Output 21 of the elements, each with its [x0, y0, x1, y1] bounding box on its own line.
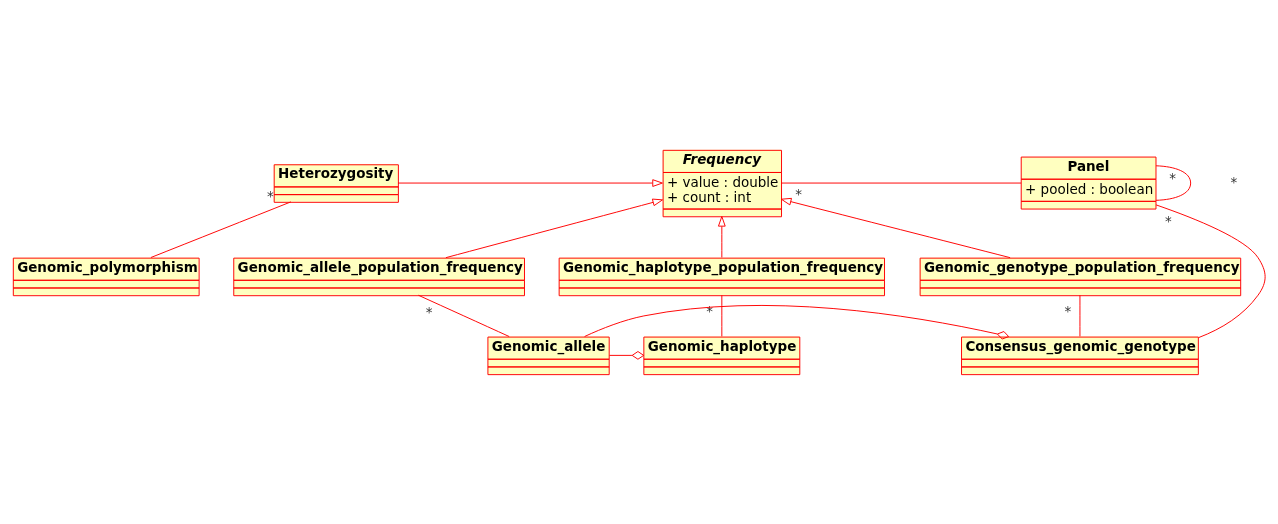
edge-label: *	[1169, 169, 1177, 186]
label: *	[1230, 173, 1238, 190]
arrow	[445, 198, 663, 259]
edge-label: *	[425, 304, 433, 321]
connector	[609, 351, 645, 360]
edge-label: *	[266, 187, 274, 204]
edge-label: *	[1064, 303, 1072, 320]
arrow	[780, 197, 1011, 259]
connector	[721, 294, 723, 337]
edge-label: *	[795, 185, 803, 202]
connector	[1079, 294, 1081, 337]
connector	[780, 182, 1022, 184]
connector	[584, 305, 1010, 340]
arrow	[397, 179, 663, 187]
connector	[1155, 165, 1192, 201]
edge-label: *	[706, 303, 714, 320]
edge-label: *	[1165, 212, 1172, 229]
connector	[150, 201, 292, 258]
arrow	[718, 216, 726, 258]
connector	[417, 294, 510, 337]
connector	[1155, 204, 1266, 339]
